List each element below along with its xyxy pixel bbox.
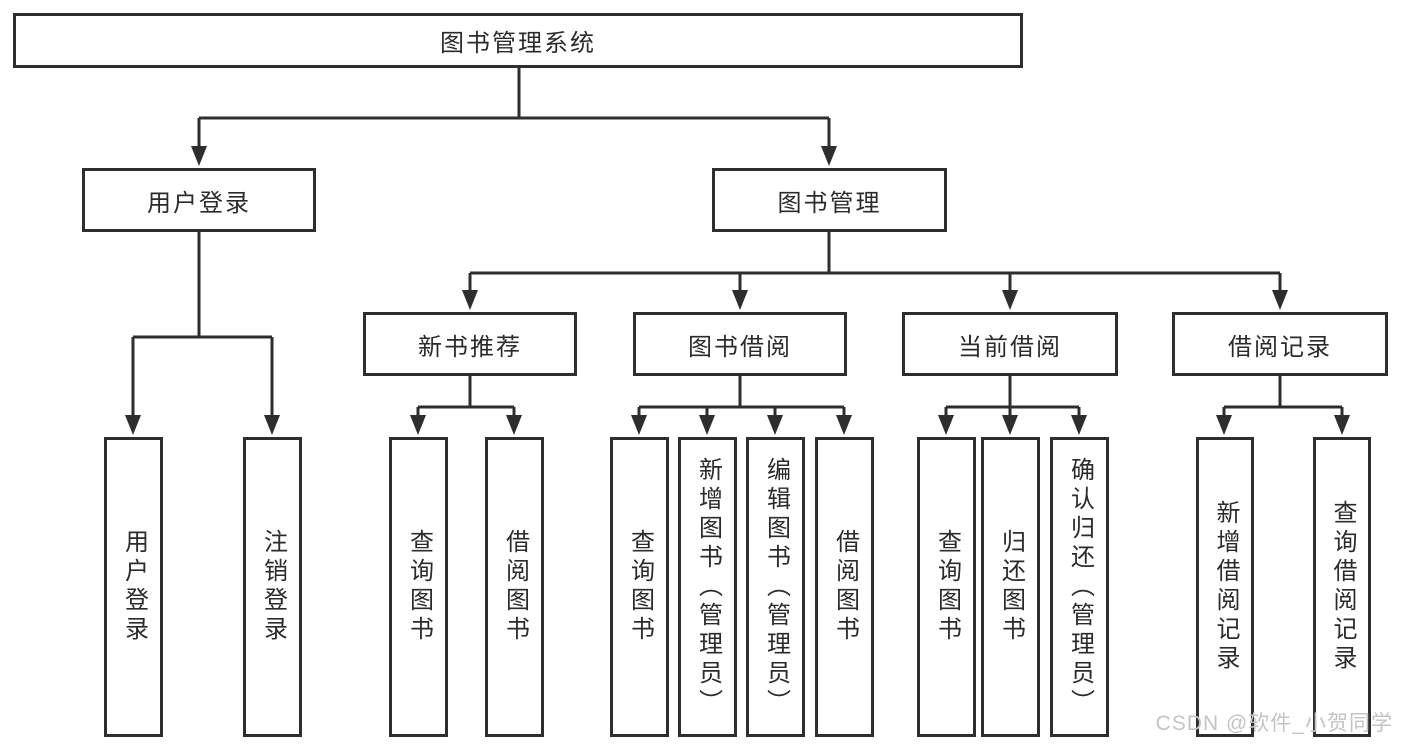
- node-label: 查询借阅记录: [1329, 500, 1356, 674]
- leaf-user-login: 用户登录: [104, 437, 163, 737]
- node-label: 用户登录: [147, 189, 251, 217]
- node-new-book-recommend: 新书推荐: [363, 312, 577, 376]
- node-book-borrowing: 图书借阅: [633, 312, 847, 376]
- leaf-add-borrow-record: 新增借阅记录: [1196, 437, 1254, 737]
- leaf-query-books-current: 查询图书: [917, 437, 976, 737]
- node-label: 图书管理系统: [440, 30, 596, 57]
- leaf-borrow-books: 借阅图书: [815, 437, 874, 737]
- leaf-edit-book-admin: 编辑图书（管理员）: [746, 437, 805, 737]
- node-label: 图书借阅: [688, 333, 792, 361]
- node-label: 确认归还（管理员）: [1066, 456, 1094, 718]
- node-system-root: 图书管理系统: [13, 13, 1023, 68]
- node-label: 当前借阅: [958, 333, 1062, 361]
- leaf-borrow-books-recommend: 借阅图书: [485, 437, 544, 737]
- node-label: 借阅图书: [501, 529, 529, 645]
- node-label: 新书推荐: [418, 333, 522, 361]
- node-label: 编辑图书（管理员）: [762, 456, 790, 718]
- node-label: 新增借阅记录: [1212, 500, 1239, 674]
- leaf-logout: 注销登录: [243, 437, 302, 737]
- leaf-query-books-recommend: 查询图书: [389, 437, 448, 737]
- node-label: 用户登录: [120, 529, 148, 645]
- node-label: 新增图书（管理员）: [694, 456, 722, 718]
- node-user-login: 用户登录: [82, 168, 316, 232]
- node-label: 查询图书: [626, 529, 654, 645]
- leaf-return-books: 归还图书: [981, 437, 1040, 737]
- node-borrow-records: 借阅记录: [1172, 312, 1388, 376]
- node-label: 借阅图书: [831, 529, 859, 645]
- node-label: 归还图书: [997, 529, 1025, 645]
- node-label: 查询图书: [933, 529, 961, 645]
- node-label: 查询图书: [405, 529, 433, 645]
- node-label: 图书管理: [777, 189, 882, 217]
- leaf-confirm-return-admin: 确认归还（管理员）: [1050, 437, 1109, 737]
- leaf-add-book-admin: 新增图书（管理员）: [678, 437, 737, 737]
- leaf-query-borrow-record: 查询借阅记录: [1313, 437, 1371, 737]
- leaf-query-books-borrowing: 查询图书: [610, 437, 669, 737]
- node-label: 注销登录: [259, 529, 287, 645]
- watermark: CSDN @软件_小贺同学: [1155, 712, 1393, 735]
- node-book-management: 图书管理: [712, 168, 947, 232]
- node-current-borrowing: 当前借阅: [902, 312, 1118, 376]
- node-label: 借阅记录: [1228, 333, 1332, 361]
